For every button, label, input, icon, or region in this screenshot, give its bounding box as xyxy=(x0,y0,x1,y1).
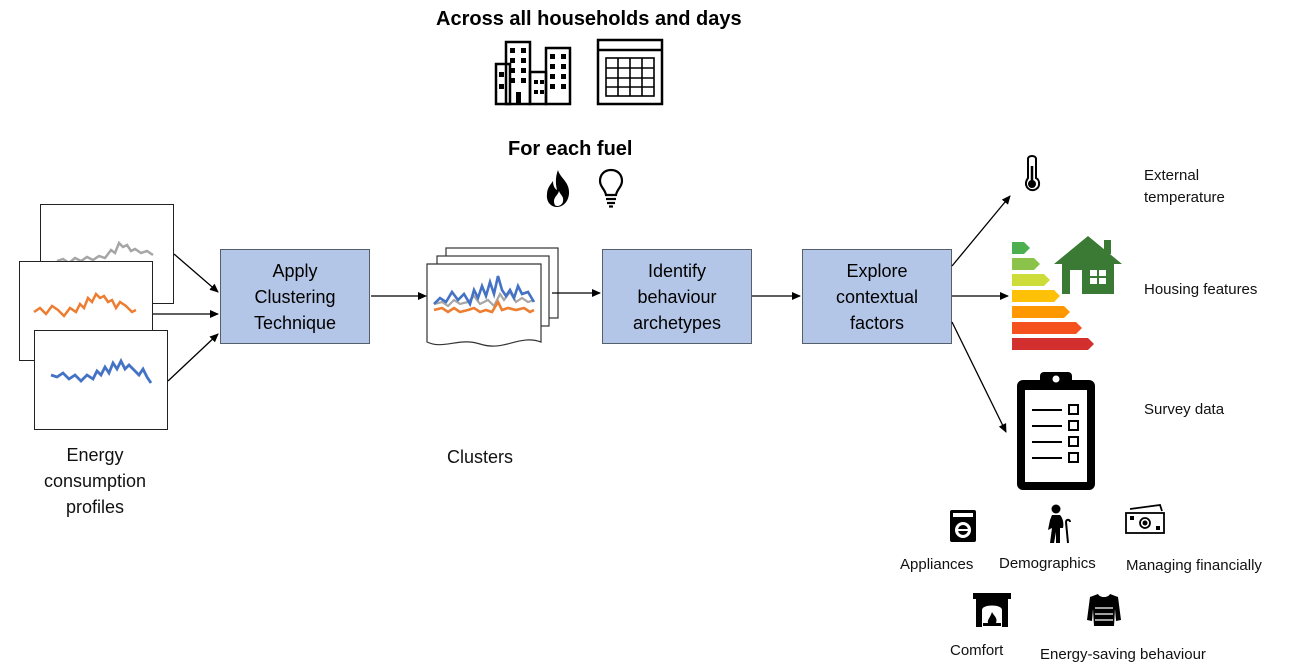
step-explore-factors: Explore contextual factors xyxy=(802,249,952,344)
step-apply-clustering: Apply Clustering Technique xyxy=(220,249,370,344)
fireplace-icon xyxy=(972,592,1012,628)
temperature-label: External temperature xyxy=(1144,167,1225,206)
demographics-label: Demographics xyxy=(999,555,1096,572)
fuel-title: For each fuel xyxy=(508,138,633,160)
step-identify-archetypes: Identify behaviour archetypes xyxy=(602,249,752,344)
flame-icon xyxy=(544,168,572,208)
arrow-to-survey xyxy=(951,321,1007,433)
buildings-icon xyxy=(494,38,574,106)
housing-label: Housing features xyxy=(1144,281,1258,298)
energy-rating-icon xyxy=(1010,240,1100,358)
sweater-icon xyxy=(1086,592,1122,628)
comfort-label: Comfort xyxy=(950,642,1004,659)
clusters-icon xyxy=(424,246,560,352)
arrow-profile-blue xyxy=(167,333,219,382)
appliances-label: Appliances xyxy=(900,556,974,573)
energy-saving-label: Energy-saving behaviour xyxy=(1040,646,1206,663)
clusters-label: Clusters xyxy=(447,447,514,467)
lightbulb-icon xyxy=(598,168,624,208)
calendar-icon xyxy=(596,38,666,108)
washing-machine-icon xyxy=(949,509,977,543)
profile-card-blue xyxy=(34,330,168,430)
elderly-person-icon xyxy=(1044,504,1074,544)
arrow-to-temperature xyxy=(951,195,1011,267)
scope-title: Across all households and days xyxy=(436,8,742,30)
arrow-profile-gray xyxy=(173,253,219,293)
energy-profiles-label: Energy consumption profiles xyxy=(43,445,147,517)
thermometer-icon xyxy=(1020,154,1044,192)
finance-label: Managing financially xyxy=(1126,557,1262,574)
house-icon xyxy=(1052,234,1124,296)
survey-label: Survey data xyxy=(1144,401,1225,418)
clipboard-icon xyxy=(1014,370,1098,492)
banknote-icon xyxy=(1124,503,1168,537)
